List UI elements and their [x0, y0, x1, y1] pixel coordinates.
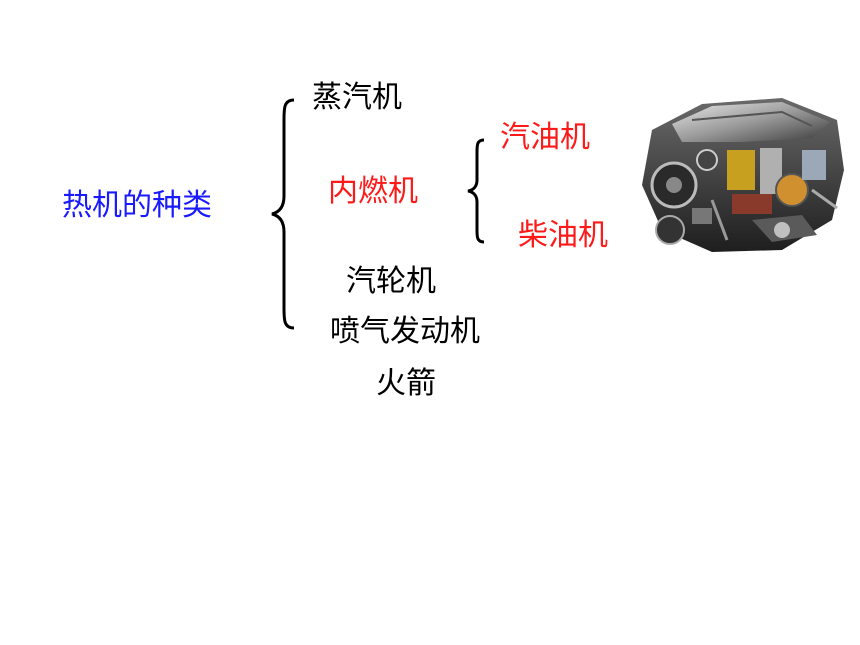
sub-branch-gasoline-engine: 汽油机: [500, 120, 590, 155]
branch-internal-combustion-engine: 内燃机: [328, 174, 418, 209]
engine-photo: [642, 98, 844, 252]
branch-steam-turbine: 汽轮机: [346, 264, 436, 299]
branch-steam-engine: 蒸汽机: [312, 80, 402, 115]
sub-branch-diesel-engine: 柴油机: [518, 218, 608, 253]
sub-brace: [467, 138, 485, 244]
main-brace: [271, 98, 295, 330]
branch-jet-engine: 喷气发动机: [330, 314, 480, 349]
root-label: 热机的种类: [62, 188, 212, 223]
branch-rocket: 火箭: [376, 366, 436, 401]
